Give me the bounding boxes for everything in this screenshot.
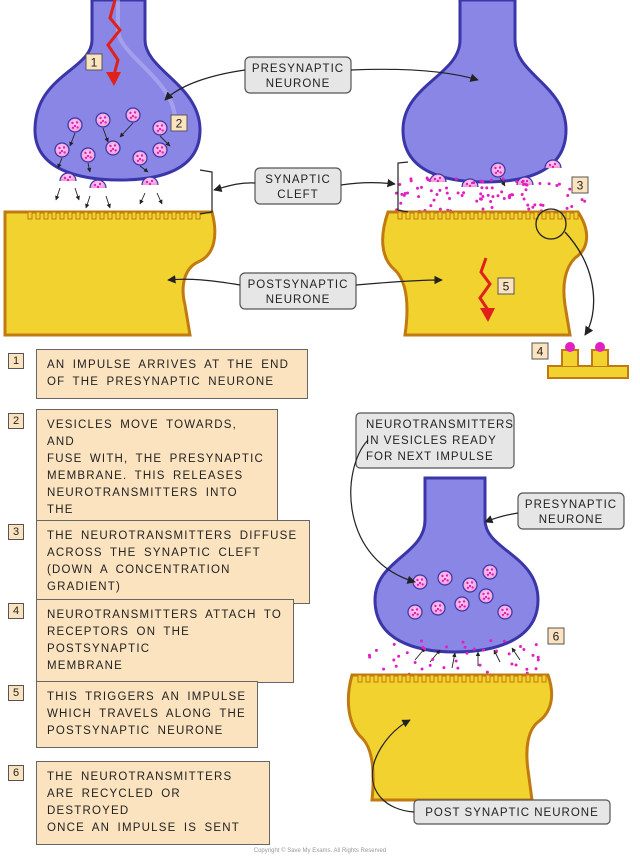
vesicle xyxy=(95,112,111,128)
step-1-text: AN IMPULSE ARRIVES AT THE END OF THE PRE… xyxy=(36,349,308,399)
svg-text:5: 5 xyxy=(503,280,510,294)
svg-text:6: 6 xyxy=(553,630,560,644)
impulse-arrow-left xyxy=(106,0,122,86)
vesicle xyxy=(437,570,453,586)
vesicle xyxy=(482,564,498,580)
presynaptic-label-bottom-line2: NEURONE xyxy=(539,514,604,526)
presynaptic-label-bottom: PRESYNAPTIC NEURONE xyxy=(517,492,625,530)
diagram-number-5: 5 xyxy=(497,277,515,295)
diagram-number-2: 2 xyxy=(170,114,188,132)
step-6-number: 6 xyxy=(8,765,24,781)
synaptic-cleft-label-line2: CLEFT xyxy=(277,189,318,201)
ready-vesicles-label-line2: IN VESICLES READY xyxy=(366,435,497,447)
vesicle xyxy=(407,604,423,620)
vesicle xyxy=(152,120,168,136)
vesicle xyxy=(125,107,141,123)
vesicle xyxy=(478,588,494,604)
post-synaptic-neurone-text: POST SYNAPTIC NEURONE xyxy=(425,807,599,819)
fused-vesicle xyxy=(141,176,159,186)
fused-vesicle xyxy=(59,172,77,182)
vesicles-bottom xyxy=(407,564,521,669)
vesicle xyxy=(454,596,470,612)
step-5-number: 5 xyxy=(8,685,24,701)
ready-vesicles-label-line1: NEUROTRANSMITTERS xyxy=(366,419,514,431)
postsynaptic-dendrite-right xyxy=(381,210,589,337)
ready-vesicles-label: NEUROTRANSMITTERS IN VESICLES READY FOR … xyxy=(355,412,515,469)
copyright-notice: Copyright © Save My Exams. All Rights Re… xyxy=(253,848,387,854)
step-1-number: 1 xyxy=(8,353,24,369)
vesicle xyxy=(412,574,428,590)
vesicle xyxy=(430,600,446,616)
fused-vesicle xyxy=(461,178,479,188)
fused-vesicle xyxy=(544,159,562,169)
receptor-zoom xyxy=(535,208,629,379)
diagram-number-3: 3 xyxy=(571,176,589,194)
diagram-number-1: 1 xyxy=(85,53,103,71)
step-3-number: 3 xyxy=(8,524,24,540)
synaptic-cleft-label: SYNAPTIC CLEFT xyxy=(254,167,342,205)
step-2-number: 2 xyxy=(8,413,24,429)
impulse-arrow-right xyxy=(478,257,495,322)
step-6-text: THE NEUROTRANSMITTERS ARE RECYCLED OR DE… xyxy=(36,761,270,845)
vesicle xyxy=(80,147,96,163)
vesicle xyxy=(490,162,506,178)
svg-text:3: 3 xyxy=(577,179,584,193)
vesicles-right xyxy=(429,159,562,188)
diagram-number-4: 4 xyxy=(531,342,549,360)
step-5-text: THIS TRIGGERS AN IMPULSE WHICH TRAVELS A… xyxy=(36,681,258,748)
step-3-text: THE NEUROTRANSMITTERS DIFFUSE ACROSS THE… xyxy=(36,520,310,604)
vesicles-left xyxy=(54,107,171,209)
vesicle xyxy=(105,140,121,156)
svg-text:1: 1 xyxy=(91,56,98,70)
vesicle xyxy=(152,142,168,158)
svg-text:2: 2 xyxy=(176,117,183,131)
vesicle xyxy=(132,150,148,166)
presynaptic-label-top-line1: PRESYNAPTIC xyxy=(252,63,344,75)
synaptic-cleft-label-line1: SYNAPTIC xyxy=(265,174,331,186)
presynaptic-terminal-right xyxy=(401,0,568,184)
presynaptic-terminal-bottom xyxy=(373,476,540,654)
post-synaptic-neurone-label: POST SYNAPTIC NEURONE xyxy=(413,799,611,825)
postsynaptic-dendrite-left xyxy=(3,210,217,337)
svg-text:4: 4 xyxy=(537,345,544,359)
postsynaptic-label-top-line2: NEURONE xyxy=(266,294,331,306)
presynaptic-label-top-line2: NEURONE xyxy=(266,78,331,90)
step-4-text: NEUROTRANSMITTERS ATTACH TO RECEPTORS ON… xyxy=(36,599,294,683)
vesicle xyxy=(462,577,478,593)
ready-vesicles-label-line3: FOR NEXT IMPULSE xyxy=(366,451,494,463)
vesicle xyxy=(497,604,513,620)
step-4-number: 4 xyxy=(8,603,24,619)
fused-vesicle xyxy=(89,179,107,189)
postsynaptic-label-top-line1: POSTSYNAPTIC xyxy=(248,279,349,291)
vesicle xyxy=(67,117,83,133)
vesicle xyxy=(54,142,70,158)
postsynaptic-label-top: POSTSYNAPTIC NEURONE xyxy=(239,272,357,310)
postsynaptic-dendrite-bottom xyxy=(346,673,554,802)
presynaptic-label-bottom-line1: PRESYNAPTIC xyxy=(525,499,617,511)
presynaptic-label-top: PRESYNAPTIC NEURONE xyxy=(244,56,352,94)
diagram-number-6: 6 xyxy=(547,627,565,645)
